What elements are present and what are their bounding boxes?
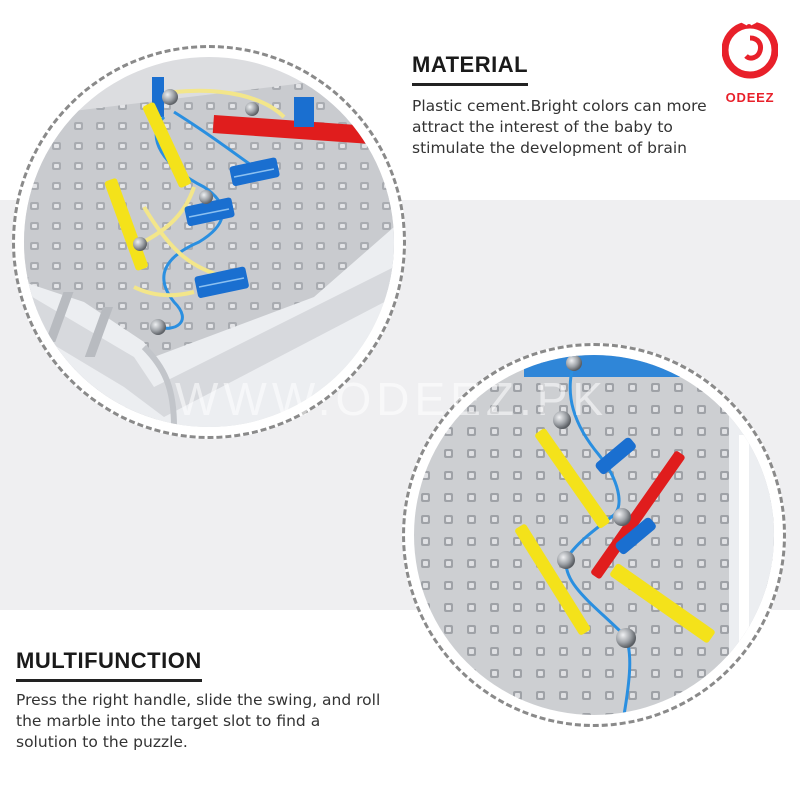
multifunction-description: Press the right handle, slide the swing,… <box>16 691 381 751</box>
material-heading: MATERIAL <box>412 52 529 86</box>
marble-run-board-closeup <box>24 57 394 427</box>
multifunction-heading: MULTIFUNCTION <box>16 648 202 682</box>
marble-run-board-overhead <box>414 355 774 715</box>
brand-logo: ODEEZ <box>714 18 786 114</box>
brand-name: ODEEZ <box>725 90 775 105</box>
material-description: Plastic cement.Bright colors can more at… <box>412 97 707 157</box>
odeez-logo-icon <box>722 18 778 79</box>
product-photo-bottom <box>414 355 774 715</box>
product-photo-top <box>24 57 394 427</box>
